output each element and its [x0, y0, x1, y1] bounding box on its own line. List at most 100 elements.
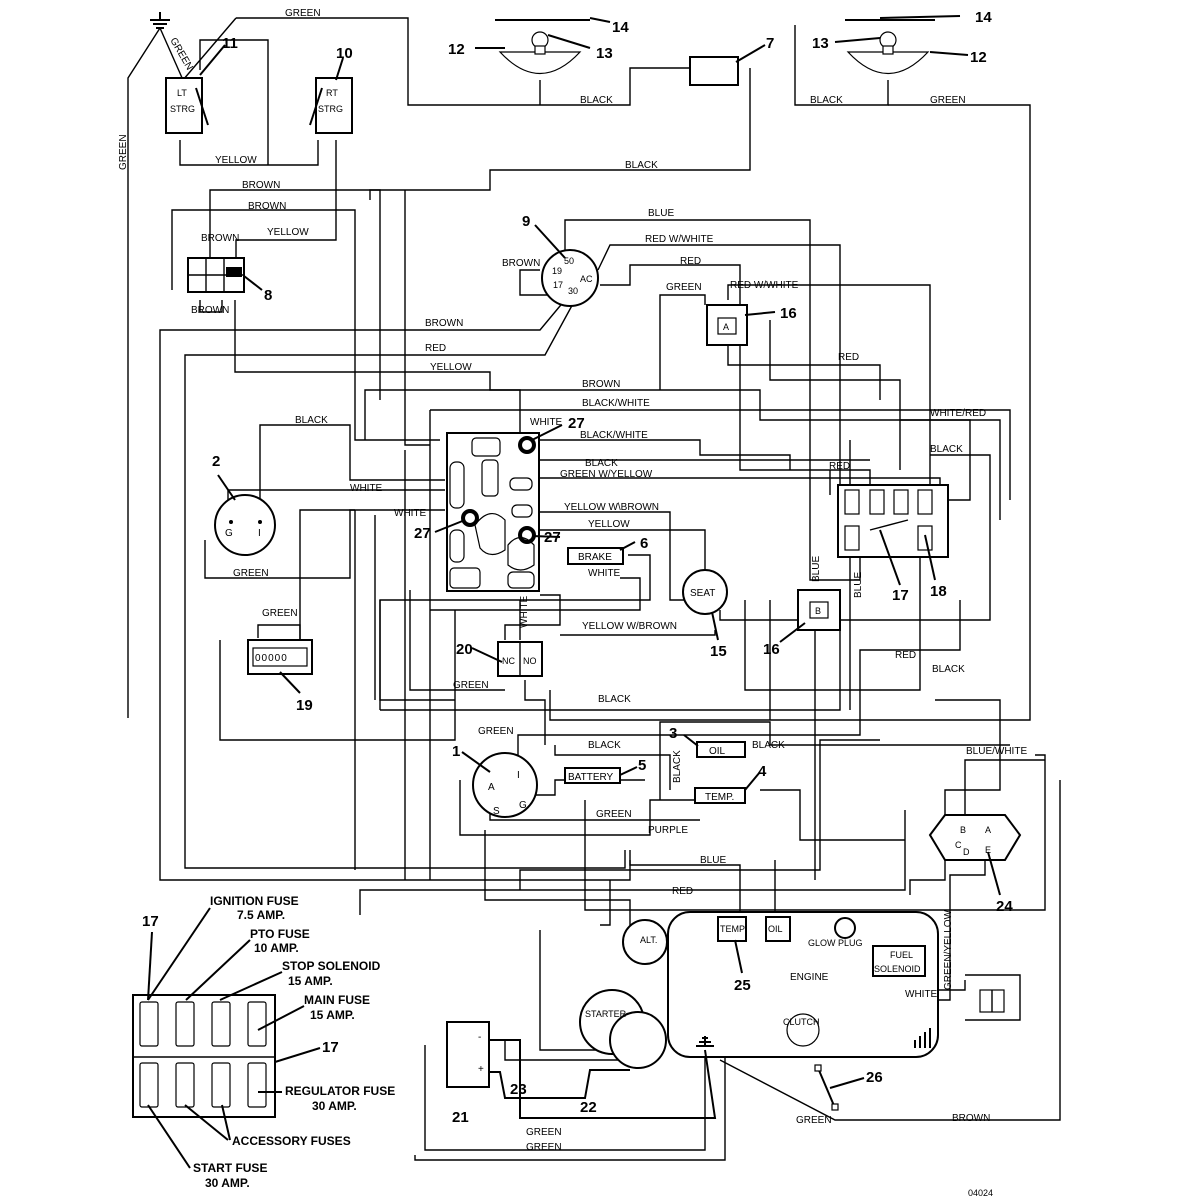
wire-label: BLUE [700, 855, 726, 866]
wire-label: BLACK [585, 458, 618, 469]
oil-light: OIL [696, 741, 746, 758]
regulator-fuse-amp: 30 AMP. [312, 1099, 357, 1113]
svg-text:S: S [493, 806, 500, 817]
wire-label: BLACK [752, 740, 785, 751]
accessory-fuses-label: ACCESSORY FUSES [232, 1134, 351, 1148]
pto-fuse-amp: 10 AMP. [254, 941, 299, 955]
svg-text:B: B [815, 606, 821, 616]
headlight-right [845, 19, 935, 74]
callout-12: 12 [448, 41, 465, 58]
svg-text:G: G [519, 800, 527, 811]
svg-text:CLUTCH: CLUTCH [783, 1017, 820, 1027]
wire-label: YELLOW [215, 155, 257, 166]
wire-label: GREEN [233, 568, 269, 579]
wire-label: RED [838, 352, 859, 363]
hour-meter: 00000 [247, 639, 313, 675]
svg-text:NO: NO [523, 656, 537, 666]
wire-label: BROWN [248, 201, 286, 212]
wire-label: GREEN [285, 8, 321, 19]
wire-label: BLACK [588, 740, 621, 751]
wire-label: GREEN [796, 1115, 832, 1126]
callout-17a: 17 [892, 587, 909, 604]
ignition-key-switch: 50 19 17 30 AC [541, 249, 599, 307]
svg-text:GLOW PLUG: GLOW PLUG [808, 938, 863, 948]
main-fuse-amp: 15 AMP. [310, 1008, 355, 1022]
wire-label: YELLOW W/BROWN [582, 621, 677, 632]
callout-16b: 16 [763, 641, 780, 658]
callout-21: 21 [452, 1109, 469, 1126]
svg-text:A: A [488, 782, 495, 793]
wire-label: RED [680, 256, 701, 267]
svg-text:30: 30 [568, 286, 578, 296]
wire-label: BLUE [811, 556, 822, 582]
wire-label: RED [672, 886, 693, 897]
callout-5: 5 [638, 757, 646, 774]
svg-text:I: I [258, 528, 261, 539]
callout-22: 22 [580, 1099, 597, 1116]
wire-label: GREEN [453, 680, 489, 691]
start-fuse-amp: 30 AMP. [205, 1176, 250, 1190]
wire-label: WHITE [350, 483, 383, 494]
callout-15: 15 [710, 643, 727, 660]
alternator: ALT. [622, 919, 668, 965]
stop-solenoid-amp: 15 AMP. [288, 974, 333, 988]
svg-text:G: G [225, 528, 233, 539]
wire-label: WHITE [905, 989, 938, 1000]
callout-25: 25 [734, 977, 751, 994]
svg-text:ENGINE: ENGINE [790, 972, 829, 983]
negative-battery-cable [489, 1039, 717, 1119]
svg-text:50: 50 [564, 256, 574, 266]
svg-text:17: 17 [553, 280, 563, 290]
fuse-leader-lines [147, 907, 321, 1169]
svg-text:STRG: STRG [170, 104, 195, 114]
svg-text:ALT.: ALT. [640, 935, 657, 945]
stop-solenoid-label: STOP SOLENOID [282, 959, 381, 973]
callout-26: 26 [866, 1069, 883, 1086]
wire-label: BLACK [580, 95, 613, 106]
callout-2: 2 [212, 453, 220, 470]
wire-label: WHITE [588, 568, 621, 579]
wire-label: BROWN [582, 379, 620, 390]
callout-14: 14 [612, 19, 629, 36]
wire-label: BLUE [648, 208, 674, 219]
svg-text:A: A [723, 322, 729, 332]
wire-label: RED [425, 343, 446, 354]
wire-label: WHITE [394, 508, 427, 519]
voltage-regulator: B A C D E [928, 814, 1022, 861]
callout-19: 19 [296, 697, 313, 714]
callout-23: 23 [510, 1081, 527, 1098]
callout-24: 24 [996, 898, 1013, 915]
wire-label: BROWN [242, 180, 280, 191]
callout-17c: 17 [322, 1039, 339, 1056]
wire-label: RED [829, 461, 850, 472]
svg-text:B: B [960, 825, 966, 835]
svg-text:D: D [963, 847, 970, 857]
callout-9: 9 [522, 213, 530, 230]
callout-16a: 16 [780, 305, 797, 322]
wire-label: RED W/WHITE [730, 280, 799, 291]
fuse-block-upper [837, 484, 949, 558]
engine: ENGINE TEMP OIL GLOW PLUG FUEL SOLENOID … [667, 911, 939, 1058]
ground-symbol-top [150, 12, 170, 29]
wire-label: GREEN [262, 608, 298, 619]
svg-text:AC: AC [580, 274, 593, 284]
svg-text:SEAT: SEAT [690, 588, 715, 599]
callout-leaders [199, 15, 1001, 1089]
wire-label: WHITE [530, 417, 563, 428]
svg-text:I: I [517, 770, 520, 781]
wire-labels: GREEN GREEN GREEN YELLOW BROWN BROWN YEL… [118, 8, 1027, 1153]
wire-label: BROWN [425, 318, 463, 329]
temp-light: TEMP. [694, 787, 746, 804]
headlight-left [495, 19, 590, 74]
rt-label: RT [326, 88, 338, 98]
ignition-fuse-amp: 7.5 AMP. [237, 908, 285, 922]
light-switch [689, 56, 739, 86]
wire-label: BROWN [201, 233, 239, 244]
callout-17b: 17 [142, 913, 159, 930]
wire-label: GREEN [478, 726, 514, 737]
wire-label: BLACK [672, 750, 683, 783]
wire-label: GREEN [118, 134, 129, 170]
wire-label: BROWN [191, 305, 229, 316]
svg-text:+: + [478, 1064, 484, 1075]
wire-label: BROWN [952, 1113, 990, 1124]
